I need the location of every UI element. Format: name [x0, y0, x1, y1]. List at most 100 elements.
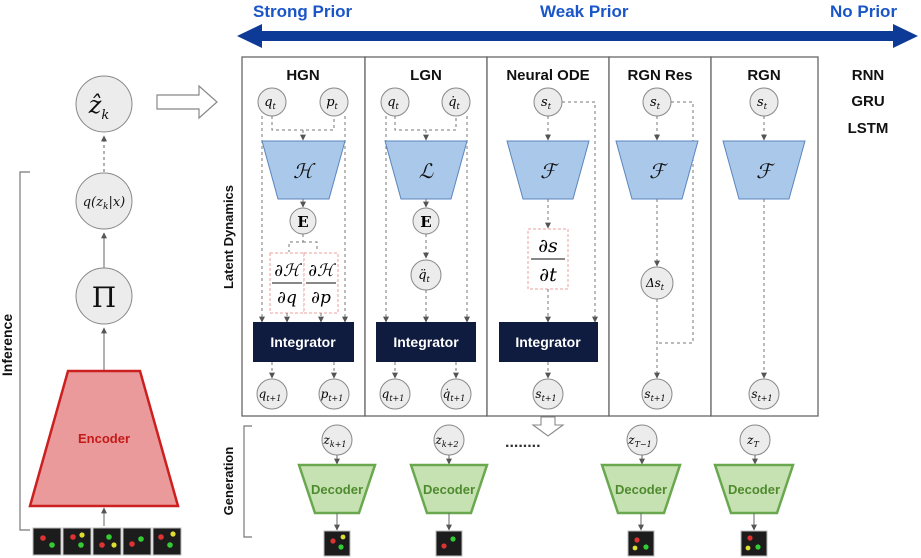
- gen-latent-text: zk+1: [323, 433, 347, 449]
- input-frame-ball: [99, 542, 105, 548]
- lgn-network-symbol: ℒ: [419, 159, 434, 183]
- hgn-q-next-text: qt+1: [259, 387, 282, 403]
- lgn-qdot-text: q̇t: [448, 95, 460, 111]
- node-s-next-text: st+1: [535, 387, 556, 403]
- column-title-neural-ode: Neural ODE: [506, 67, 589, 84]
- input-frame-ball: [170, 531, 176, 537]
- generation-ellipsis: ........: [505, 434, 541, 451]
- decoder-label: Decoder: [311, 482, 363, 497]
- lgn-q-next-text: qt+1: [382, 387, 405, 403]
- output-frame-ball: [450, 536, 456, 542]
- rgnres-network: [615, 140, 699, 200]
- rgnres-s-next-text: st+1: [644, 387, 665, 403]
- input-frames: [32, 527, 182, 556]
- input-frame-ball: [138, 536, 144, 542]
- latent-zhat-node: [75, 75, 133, 133]
- output-frame-ball: [338, 544, 344, 550]
- to-dynamics-arrow: [156, 84, 218, 120]
- lgn-qdot-node: [441, 87, 471, 117]
- strong-prior-label: Strong Prior: [253, 2, 353, 21]
- node-bypass: [562, 101, 598, 323]
- hgn-q-next-node: [256, 378, 288, 410]
- latent-dynamics-panel: Latent Dynamics HGN LGN Neural ODE RGN R…: [221, 56, 889, 417]
- hgn-network: [261, 140, 346, 200]
- neural-ode-column: st ℱ ∂s ∂t Integrator st+1: [499, 87, 598, 410]
- node-integrator-label: Integrator: [515, 334, 581, 350]
- lgn-qdot-next-node: [440, 378, 472, 410]
- pi-node: [75, 267, 133, 325]
- output-frame-ball: [747, 535, 753, 541]
- inference-bracket: [19, 171, 30, 531]
- lgn-q-text: qt: [387, 95, 399, 111]
- gen-latent-text: zk+2: [435, 433, 459, 449]
- output-frame: [323, 530, 351, 557]
- rgn-network-symbol: ℱ: [756, 159, 775, 183]
- input-frame: [152, 527, 182, 556]
- decoder-label: Decoder: [728, 482, 780, 497]
- gen-latent-text: zT−1: [627, 433, 651, 449]
- hgn-p-next-text: pt+1: [321, 387, 344, 403]
- rgn-s-text: st: [757, 95, 768, 111]
- output-frame: [435, 530, 463, 557]
- encoder-block: [28, 369, 180, 508]
- lgn-network: [384, 140, 468, 200]
- lgn-column: qt q̇t ℒ E q̈t Integrator qt+1 q̇t+1: [376, 87, 476, 410]
- rgnres-s-text: st: [650, 95, 661, 111]
- baseline-lstm: LSTM: [848, 120, 889, 137]
- latent-zhat-text: ẑk: [88, 91, 110, 123]
- input-frame-ball: [40, 535, 46, 541]
- decoder-group: zT−1 Decoder: [600, 424, 682, 557]
- column-title-rgn: RGN: [747, 67, 780, 84]
- node-network: [506, 140, 590, 200]
- output-frame-ball: [643, 544, 649, 550]
- lgn-integrator: [376, 322, 476, 362]
- node-integrator: [499, 322, 598, 362]
- column-title-hgn: HGN: [286, 67, 319, 84]
- decoder-label: Decoder: [423, 482, 475, 497]
- node-s-text: st: [541, 95, 552, 111]
- node-deriv-den: ∂t: [539, 264, 557, 286]
- hgn-p-node: [319, 87, 349, 117]
- inference-panel: Inference ẑk q(zk|x) Π Encoder: [0, 75, 218, 556]
- lgn-accel-text: q̈t: [418, 268, 430, 284]
- input-frame: [92, 527, 122, 556]
- hgn-q-text: qt: [264, 95, 276, 111]
- output-frame-ball: [755, 544, 761, 550]
- lgn-integrator-label: Integrator: [393, 334, 459, 350]
- generation-label: Generation: [221, 447, 236, 516]
- decoder-group: zT Decoder: [713, 424, 795, 557]
- decoder-block: [713, 463, 795, 515]
- latent-dynamics-label: Latent Dynamics: [221, 185, 236, 289]
- output-frame-ball: [340, 534, 346, 540]
- column-box-rgn-res: [608, 56, 712, 417]
- generation-bracket: [243, 425, 252, 538]
- rgnres-delta-text: Δst: [645, 276, 665, 292]
- baseline-rnn: RNN: [852, 67, 885, 84]
- pi-text: Π: [92, 281, 116, 314]
- input-frame: [122, 527, 152, 556]
- hgn-integrator-label: Integrator: [270, 334, 336, 350]
- output-frame-ball: [441, 543, 447, 549]
- output-frame: [627, 530, 655, 557]
- output-frame-ball: [634, 537, 640, 543]
- rgn-column: st ℱ st+1: [722, 87, 806, 410]
- rgnres-s-next-node: [641, 378, 673, 410]
- hgn-e-split: [288, 234, 318, 252]
- node-s-next-node: [532, 378, 564, 410]
- input-frame: [62, 527, 92, 556]
- hgn-deriv-p-num: ∂ℋ: [308, 261, 337, 281]
- rgnres-network-symbol: ℱ: [649, 159, 668, 183]
- lgn-energy-text: E: [420, 213, 431, 231]
- column-title-rgn-res: RGN Res: [627, 67, 692, 84]
- prior-double-arrow: [237, 24, 918, 48]
- input-frame-ball: [158, 534, 164, 540]
- input-frame-ball: [79, 532, 85, 538]
- decoder-block: [297, 463, 377, 515]
- input-frame-ball: [167, 542, 173, 548]
- hgn-deriv-p-den: ∂p: [311, 288, 331, 308]
- hgn-energy-text: E: [297, 213, 308, 231]
- output-frame-ball: [745, 545, 751, 551]
- decoder-label: Decoder: [615, 482, 667, 497]
- input-frame: [32, 527, 62, 556]
